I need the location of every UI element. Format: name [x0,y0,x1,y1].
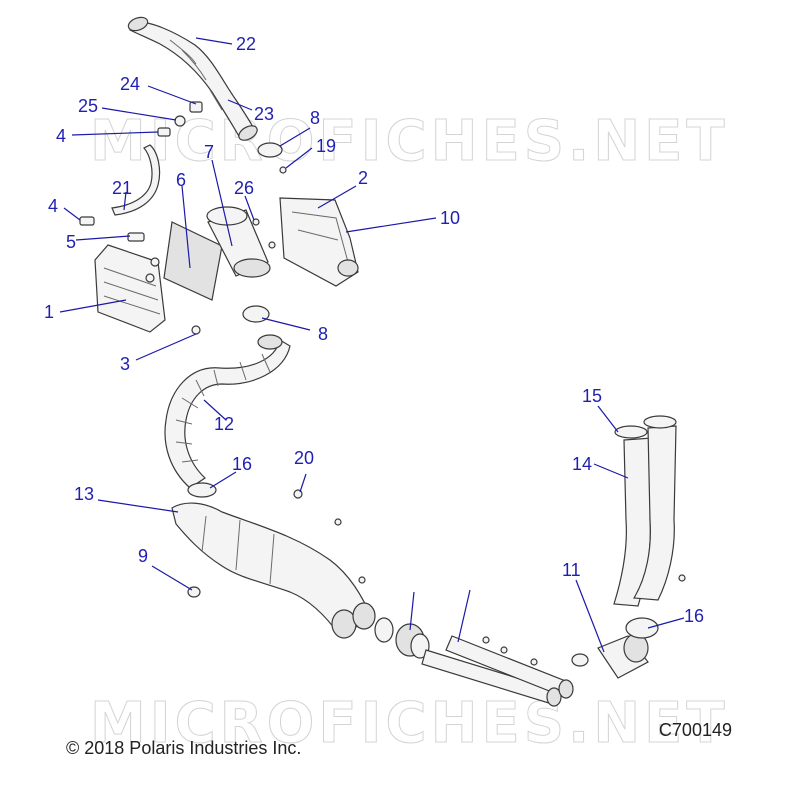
part-main-duct[interactable] [171,502,376,639]
callout-24: 26 [234,178,254,198]
part-hose[interactable] [111,144,161,216]
watermark-top: MICROFICHES.NET [90,109,729,174]
part-clip-5[interactable] [127,232,145,242]
part-seal[interactable] [163,221,223,301]
part-ring[interactable] [643,415,677,429]
callout-4a: 4 [56,126,66,146]
callout-leaders [59,37,685,653]
part-corrugated-duct[interactable] [164,334,291,489]
callout-1: 1 [44,302,54,322]
part-coupler[interactable] [374,617,430,659]
callout-14: 14 [572,454,592,474]
callout-22: 24 [120,74,140,94]
part-bolt-24[interactable] [252,218,260,226]
part-clamp-lower[interactable] [242,305,270,323]
callout-labels: 22 23 24 25 4 8 19 7 6 26 2 10 21 4 5 1 … [44,34,704,626]
callout-13: 13 [74,484,94,504]
copyright-notice: © 2018 Polaris Industries Inc. [66,738,302,758]
part-air-filter[interactable] [206,206,271,278]
part-bolt-17[interactable] [279,166,287,174]
callout-19: 21 [112,178,132,198]
part-clamp-16[interactable] [625,617,659,639]
part-latch[interactable] [150,257,160,267]
part-fittings-upper[interactable] [157,101,203,137]
part-bolt[interactable] [530,658,538,666]
callout-17: 19 [316,136,336,156]
callout-7: 7 [204,142,214,162]
part-bolt-3[interactable] [191,325,201,335]
watermark-bottom: MICROFICHES.NET [90,691,729,756]
callout-18: 20 [294,448,314,468]
callout-16a: 16 [232,454,252,474]
part-bolt[interactable] [334,518,342,526]
part-intake-duct-upper[interactable] [127,15,260,143]
part-ring[interactable] [614,425,648,439]
part-latch[interactable] [145,273,155,283]
callout-21: 23 [254,104,274,124]
callout-2: 2 [358,168,368,188]
part-clamp-upper[interactable] [257,142,283,158]
part-clamp-16[interactable] [187,482,217,498]
part-dual-pipes[interactable] [613,425,677,607]
callout-12: 12 [214,414,234,434]
callout-15: 15 [582,386,602,406]
part-bolt[interactable] [678,574,686,582]
part-bolt[interactable] [358,576,366,584]
callout-4b: 4 [48,196,58,216]
callout-23: 25 [78,96,98,116]
part-bolt[interactable] [482,636,490,644]
part-tailpipe[interactable] [421,635,574,707]
callout-9: 9 [138,546,148,566]
callout-3: 3 [120,354,130,374]
callout-10: 10 [440,208,460,228]
callout-6: 6 [176,170,186,190]
part-airbox[interactable] [279,197,359,287]
callout-11: 11 [562,560,581,580]
part-clip-4[interactable] [79,216,95,226]
part-connector[interactable] [571,633,649,679]
part-bolt[interactable] [500,646,508,654]
diagram-code: C700149 [658,720,732,740]
callout-8a: 8 [310,108,320,128]
callout-8b: 8 [318,324,328,344]
callout-20: 22 [236,34,256,54]
part-bolt-24[interactable] [268,241,276,249]
callout-16b: 16 [684,606,704,626]
callout-5: 5 [66,232,76,252]
